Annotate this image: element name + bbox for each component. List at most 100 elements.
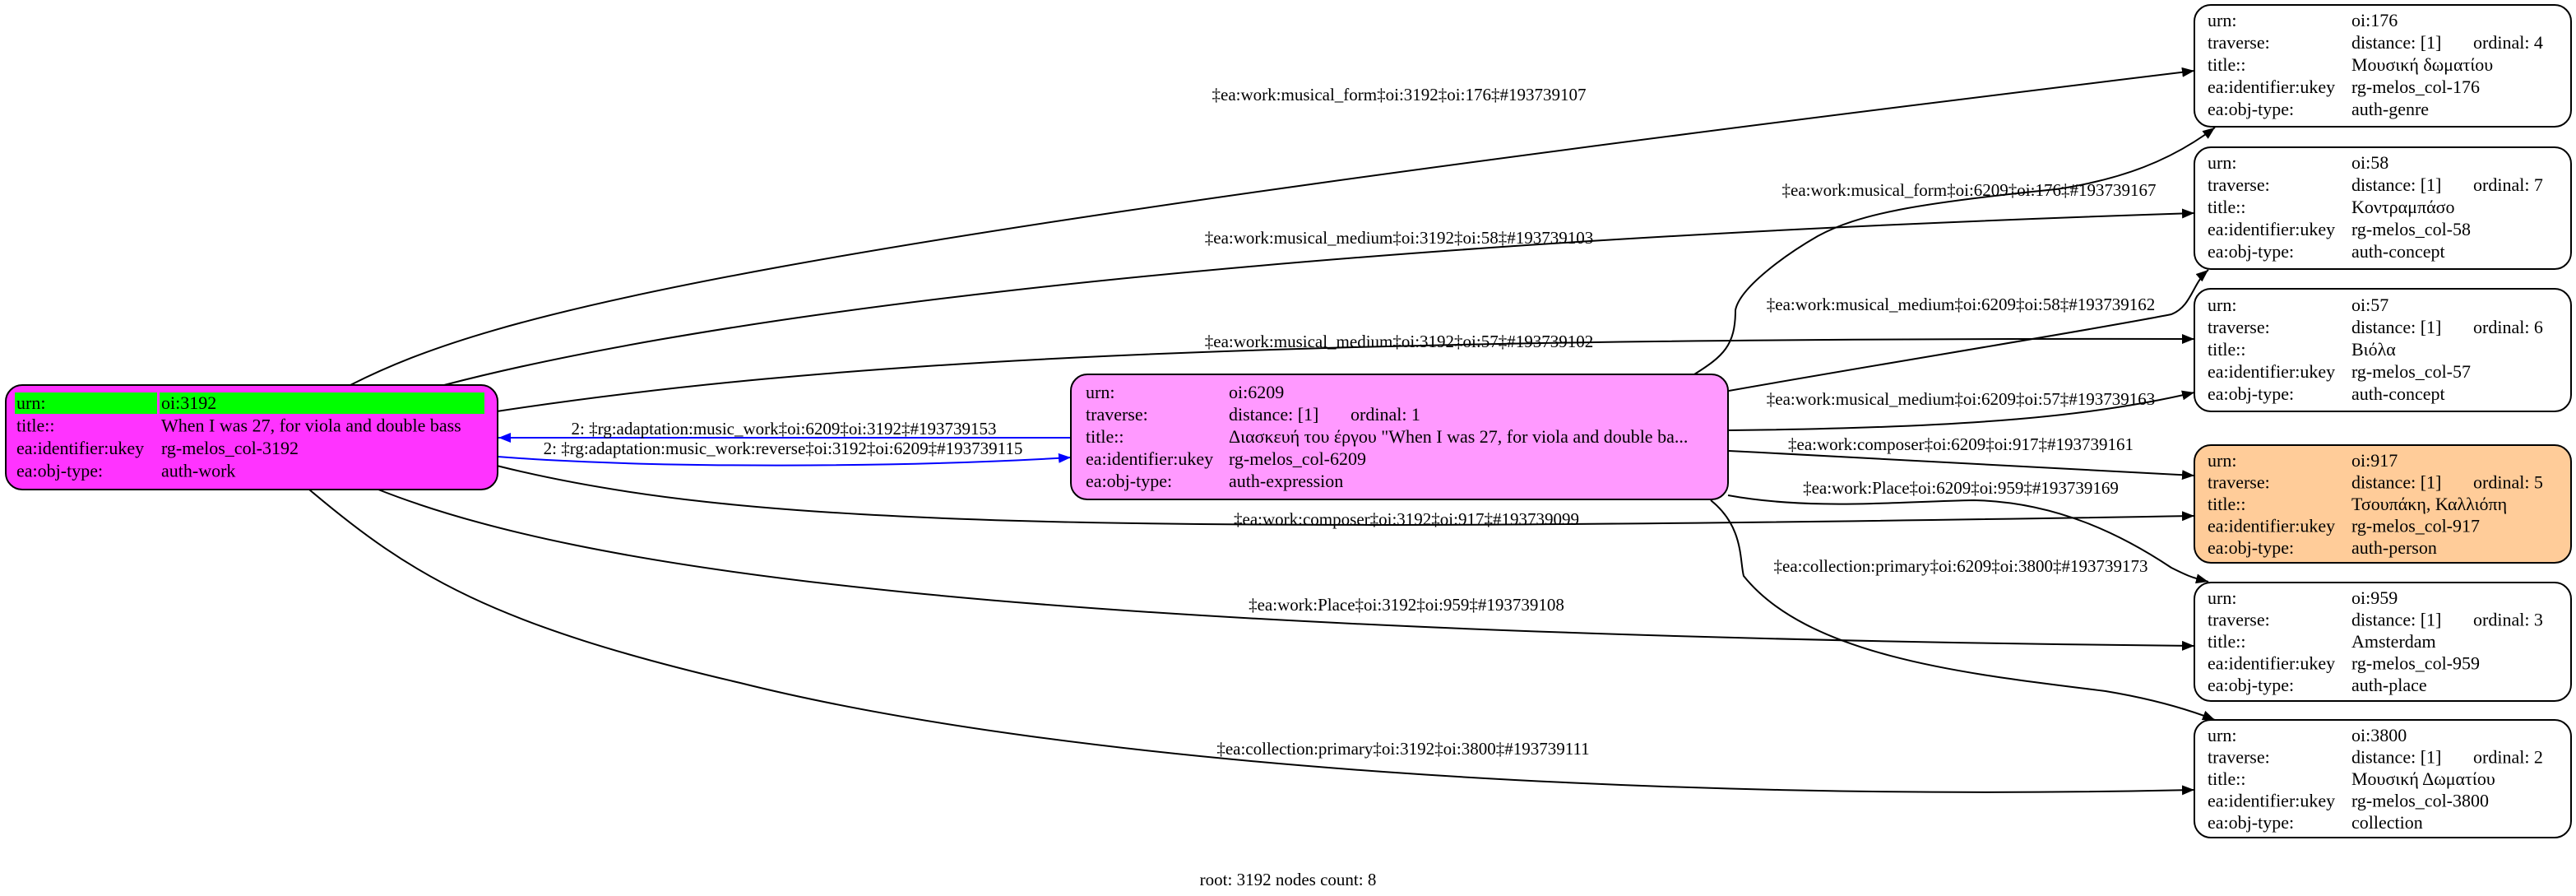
field-value: rg-melos_col-917 — [2351, 516, 2480, 536]
ordinal-value: ordinal: 5 — [2473, 472, 2543, 493]
edge-3192-176[interactable] — [350, 67, 2195, 386]
field-value: Μουσική δωματίου — [2351, 54, 2493, 75]
edge-3192-6209[interactable] — [497, 453, 1072, 467]
field-label: title:: — [2208, 494, 2245, 514]
field-value: When I was 27, for viola and double bass — [161, 416, 461, 436]
field-value: oi:959 — [2351, 587, 2398, 608]
ordinal-value: ordinal: 1 — [1351, 404, 1420, 425]
edge-label: ‡ea:work:Place‡oi:3192‡oi:959‡#193739108 — [1249, 595, 1564, 615]
field-label: urn: — [16, 392, 45, 413]
field-label: ea:identifier:ukey — [2208, 361, 2335, 382]
field-value: oi:57 — [2351, 295, 2388, 315]
edge-3192-58[interactable] — [443, 208, 2195, 386]
edge-6209-176[interactable] — [1693, 127, 2216, 375]
edge-6209-3800[interactable] — [1710, 499, 2216, 721]
field-value: auth-concept — [2351, 241, 2445, 262]
field-label: traverse: — [2208, 317, 2270, 337]
field-value: distance: [1] — [1229, 404, 1318, 425]
field-value: rg-melos_col-176 — [2351, 77, 2480, 97]
field-label: urn: — [1086, 382, 1114, 402]
field-value: auth-work — [161, 461, 235, 481]
field-value: auth-person — [2351, 537, 2437, 558]
field-label: title:: — [2208, 339, 2245, 360]
node-box — [2194, 582, 2572, 702]
edge-label: ‡ea:collection:primary‡oi:6209‡oi:3800‡#… — [1774, 556, 2148, 576]
field-label: traverse: — [2208, 174, 2270, 195]
field-value: Amsterdam — [2351, 631, 2436, 652]
field-label: ea:obj-type: — [2208, 537, 2294, 558]
field-label: ea:identifier:ukey — [2208, 653, 2335, 674]
field-value: rg-melos_col-3800 — [2351, 791, 2489, 811]
field-label: urn: — [2208, 152, 2236, 173]
edge-label: ‡ea:work:composer‡oi:6209‡oi:917‡#193739… — [1788, 434, 2134, 454]
ordinal-value: ordinal: 3 — [2473, 610, 2543, 630]
edge-6209-58[interactable] — [1728, 269, 2209, 392]
field-value: rg-melos_col-959 — [2351, 653, 2480, 674]
field-value: rg-melos_col-6209 — [1229, 448, 1366, 469]
edge-6209-959[interactable] — [1727, 494, 2209, 584]
field-label: traverse: — [2208, 32, 2270, 53]
ordinal-value: ordinal: 7 — [2473, 174, 2543, 195]
field-label: ea:identifier:ukey — [2208, 77, 2335, 97]
edge-label: ‡ea:collection:primary‡oi:3192‡oi:3800‡#… — [1216, 739, 1589, 759]
edge-3192-57[interactable] — [496, 333, 2195, 412]
field-label: ea:identifier:ukey — [2208, 516, 2335, 536]
field-label: title:: — [2208, 768, 2245, 789]
edge-labels: ‡ea:work:musical_form‡oi:3192‡oi:176‡#19… — [544, 85, 2157, 759]
field-label: urn: — [2208, 587, 2236, 608]
edge-label: ‡ea:work:musical_medium‡oi:3192‡oi:58‡#1… — [1205, 228, 1593, 248]
field-label: ea:obj-type: — [2208, 383, 2294, 404]
edge-label: ‡ea:work:musical_form‡oi:6209‡oi:176‡#19… — [1782, 180, 2157, 200]
edge-label: ‡ea:work:musical_medium‡oi:6209‡oi:57‡#1… — [1767, 389, 2155, 409]
ordinal-value: ordinal: 4 — [2473, 32, 2543, 53]
edge-3192-3800[interactable] — [308, 489, 2195, 796]
field-value: collection — [2351, 812, 2423, 833]
field-value: auth-expression — [1229, 471, 1343, 491]
edge-6209-917[interactable] — [1728, 450, 2195, 480]
node-box — [2194, 146, 2572, 270]
field-label: title:: — [16, 416, 54, 436]
edge-3192-959[interactable] — [378, 489, 2195, 651]
field-label: ea:obj-type: — [1086, 471, 1172, 491]
field-value: oi:58 — [2351, 152, 2388, 173]
node-box — [1070, 374, 1729, 500]
field-label: title:: — [2208, 54, 2245, 75]
field-label: ea:obj-type: — [2208, 675, 2294, 695]
field-label: ea:obj-type: — [2208, 812, 2294, 833]
field-label: traverse: — [2208, 472, 2270, 493]
edge-6209-57[interactable] — [1728, 390, 2195, 431]
graph-footer: root: 3192 nodes count: 8 — [1200, 870, 1377, 889]
node-box — [2194, 4, 2572, 128]
urn-value-highlight — [160, 392, 484, 414]
field-value: auth-place — [2351, 675, 2427, 695]
field-label: title:: — [1086, 426, 1124, 447]
field-value: Βιόλα — [2351, 339, 2396, 360]
edge-label: ‡ea:work:musical_medium‡oi:3192‡oi:57‡#1… — [1205, 332, 1593, 351]
field-value: rg-melos_col-3192 — [161, 438, 299, 458]
edge-3192-917[interactable] — [496, 465, 2195, 526]
node-box — [2194, 288, 2572, 412]
ordinal-value: ordinal: 2 — [2473, 747, 2543, 768]
field-value: Τσουπάκη, Καλλιόπη — [2351, 494, 2507, 514]
edge-label: ‡ea:work:Place‡oi:6209‡oi:959‡#193739169 — [1803, 478, 2119, 498]
field-value: distance: [1] — [2351, 472, 2441, 493]
field-value: rg-melos_col-57 — [2351, 361, 2471, 382]
edge-label: 2: ‡rg:adaptation:music_work:reverse‡oi:… — [544, 439, 1023, 458]
field-label: ea:identifier:ukey — [1086, 448, 1213, 469]
field-value: distance: [1] — [2351, 610, 2441, 630]
field-value: Μουσική Δωματίου — [2351, 768, 2495, 789]
field-value: oi:3800 — [2351, 725, 2407, 745]
field-value: oi:6209 — [1229, 382, 1284, 402]
field-label: ea:obj-type: — [16, 461, 103, 481]
edge-label: 2: ‡rg:adaptation:music_work‡oi:6209‡oi:… — [572, 419, 997, 439]
